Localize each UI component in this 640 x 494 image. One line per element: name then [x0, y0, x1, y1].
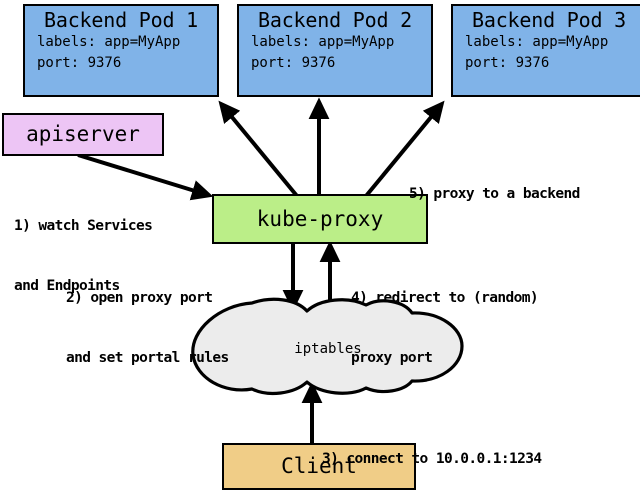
step-1-line-1: 1) watch Services [14, 218, 153, 234]
step-5-line-1: 5) proxy to a backend [409, 186, 580, 202]
backend-pod-2-labels: labels: app=MyApp [251, 34, 395, 50]
step-4-line-2: proxy port [351, 350, 433, 366]
backend-pod-2-box[interactable]: Backend Pod 2 labels: app=MyApp port: 93… [237, 4, 433, 97]
step-2-line-2: and set portal rules [66, 350, 229, 366]
backend-pod-1-box[interactable]: Backend Pod 1 labels: app=MyApp port: 93… [23, 4, 219, 97]
apiserver-box[interactable]: apiserver [2, 113, 164, 156]
arrow-kubeproxy-to-pod1 [218, 100, 299, 198]
step-4-label: 4) redirect to (random) proxy port [351, 248, 539, 408]
step-2-label: 2) open proxy port and set portal rules [66, 248, 229, 408]
step-3-line-1: 3) connect to 10.0.0.1:1234 [322, 451, 542, 467]
backend-pod-3-box[interactable]: Backend Pod 3 labels: app=MyApp port: 93… [451, 4, 640, 97]
step-1-line-2: and Endpoints [14, 278, 120, 294]
step-2-line-1: 2) open proxy port [66, 290, 213, 306]
backend-pod-3-port: port: 9376 [465, 55, 550, 71]
backend-pod-2-port: port: 9376 [251, 55, 336, 71]
backend-pod-1-port: port: 9376 [37, 55, 122, 71]
arrow-kubeproxy-to-pod3 [364, 100, 445, 198]
backend-pod-3-title: Backend Pod 3 [472, 8, 626, 32]
backend-pod-2-title: Backend Pod 2 [258, 8, 412, 32]
step-3-label: 3) connect to 10.0.0.1:1234 [322, 409, 542, 494]
client-box[interactable]: Client [222, 443, 416, 490]
step-1-label: 1) watch Services and Endpoints [14, 176, 153, 336]
step-5-label: 5) proxy to a backend [409, 144, 580, 244]
arrow-apiserver-to-kubeproxy [77, 153, 214, 201]
client-label: Client [281, 454, 357, 478]
apiserver-label: apiserver [26, 122, 140, 146]
iptables-label: iptables [294, 341, 362, 357]
kube-proxy-box[interactable]: kube-proxy [212, 194, 428, 244]
step-4-line-1: 4) redirect to (random) [351, 290, 539, 306]
backend-pod-1-title: Backend Pod 1 [44, 8, 198, 32]
backend-pod-1-labels: labels: app=MyApp [37, 34, 181, 50]
kube-proxy-label: kube-proxy [256, 206, 384, 231]
iptables-cloud [191, 297, 464, 396]
backend-pod-3-labels: labels: app=MyApp [465, 34, 609, 50]
